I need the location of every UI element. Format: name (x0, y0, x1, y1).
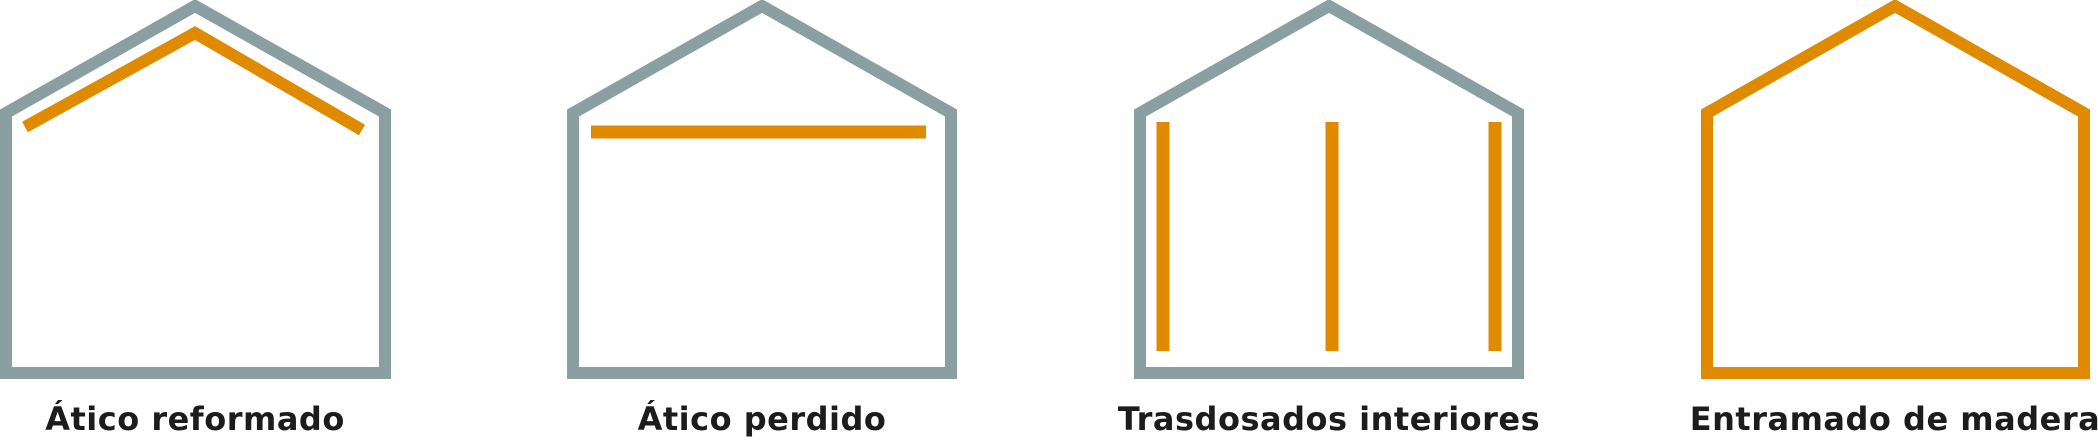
caption-atico-reformado: Ático reformado (45, 400, 345, 438)
panel-atico-reformado: Ático reformado (0, 0, 400, 445)
panel-atico-perdido: Ático perdido (567, 0, 967, 445)
house-diagram-atico-perdido (567, 0, 957, 379)
panel-trasdosados-interiores: Trasdosados interiores (1118, 0, 1540, 445)
house-outline (567, 0, 957, 379)
house-diagram-atico-reformado (0, 0, 391, 379)
caption-trasdosados-interiores: Trasdosados interiores (1117, 400, 1541, 438)
house-outline (1134, 0, 1524, 379)
panel-entramado-de-madera: Entramado de madera (1690, 0, 2098, 445)
caption-entramado-de-madera: Entramado de madera (1689, 400, 2098, 438)
house-outline-insulated (1701, 0, 2090, 379)
house-diagram-entramado-de-madera (1701, 0, 2090, 379)
roof-insulation-line (22, 26, 366, 136)
house-diagram-trasdosados-interiores (1134, 0, 1524, 379)
house-outline (0, 0, 391, 379)
caption-atico-perdido: Ático perdido (637, 400, 887, 438)
